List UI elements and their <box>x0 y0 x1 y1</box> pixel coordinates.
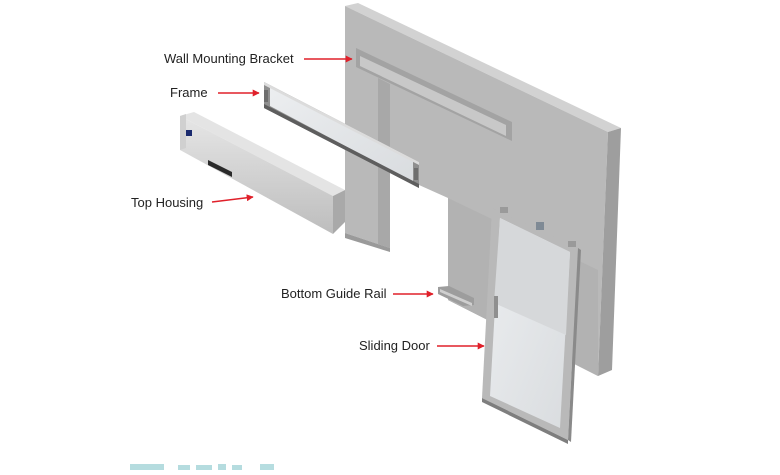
label-text: Frame <box>170 85 208 100</box>
label-text: Wall Mounting Bracket <box>164 51 294 66</box>
frame-clip-icon <box>414 168 418 180</box>
frame-part <box>264 82 419 188</box>
footer-accent <box>130 464 274 470</box>
door-roller-icon <box>500 207 508 213</box>
housing-slot-icon <box>208 160 232 177</box>
label-text: Top Housing <box>131 195 203 210</box>
label-frame: Frame <box>170 85 260 100</box>
arrow-icon <box>211 194 254 203</box>
door-roller-icon <box>568 241 576 247</box>
label-wall-mounting-bracket: Wall Mounting Bracket <box>164 51 353 66</box>
label-text: Bottom Guide Rail <box>281 286 387 301</box>
door-handle-icon <box>494 296 498 318</box>
sliding-door-part <box>482 207 581 444</box>
bottom-guide-rail <box>438 286 474 306</box>
frame-clip-icon <box>264 90 268 102</box>
housing-logo-icon <box>186 130 192 136</box>
wall <box>345 3 621 376</box>
door-roller-icon <box>536 222 544 230</box>
label-top-housing: Top Housing <box>131 194 254 210</box>
label-bottom-guide-rail: Bottom Guide Rail <box>281 286 434 301</box>
label-text: Sliding Door <box>359 338 430 353</box>
label-sliding-door: Sliding Door <box>359 338 485 353</box>
top-housing-part <box>180 112 345 234</box>
